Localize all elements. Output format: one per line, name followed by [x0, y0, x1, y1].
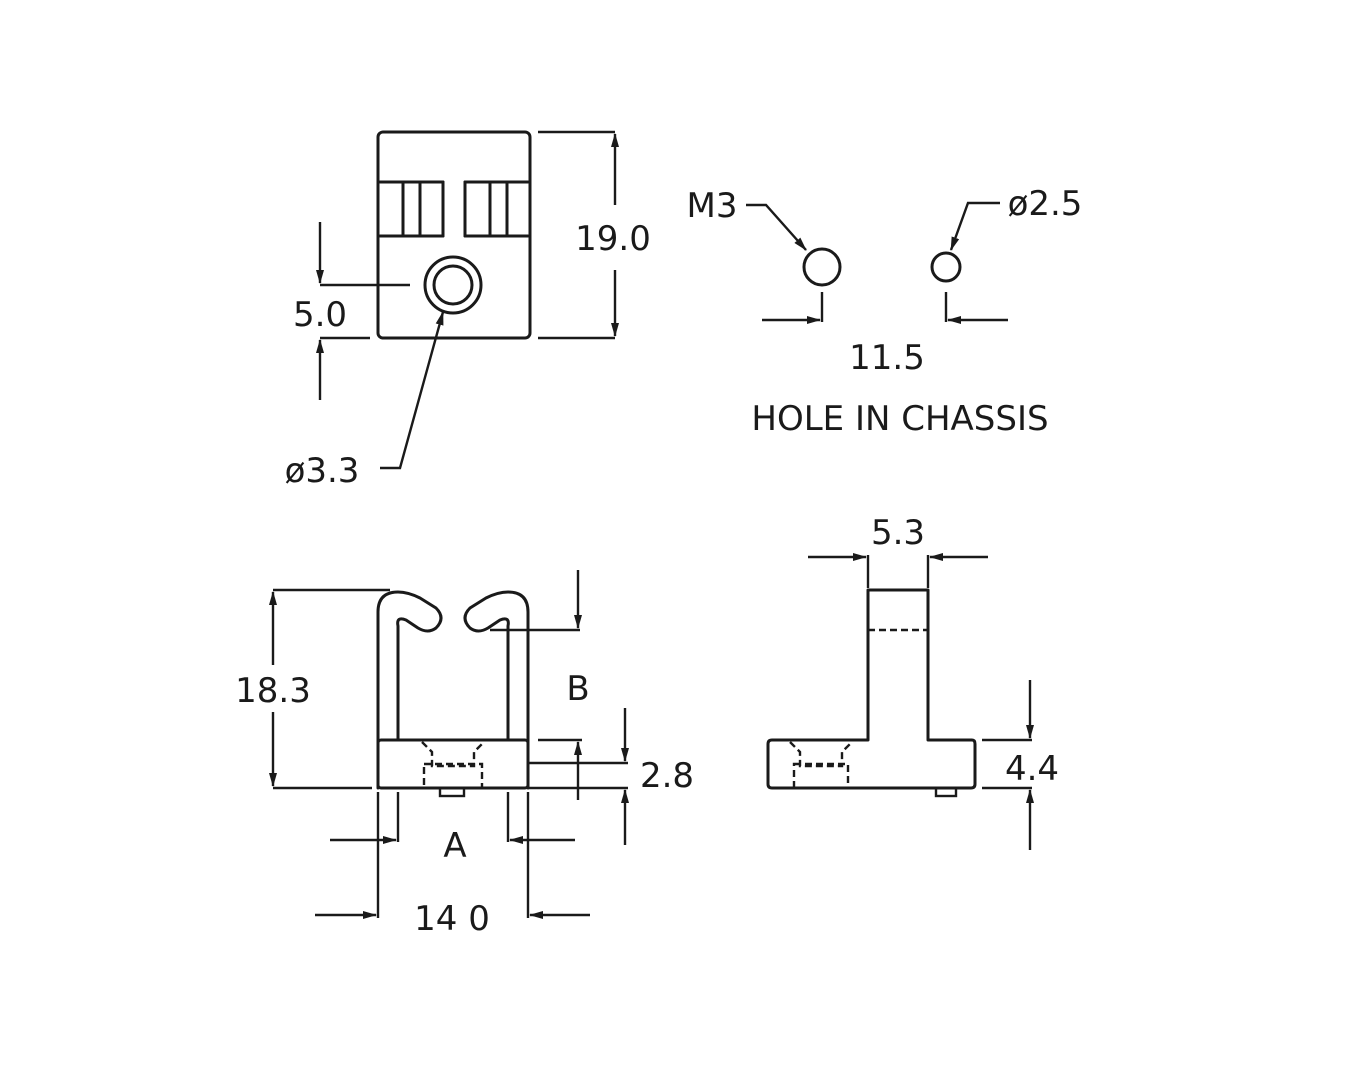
label-dia-2-5: ø2.5: [1008, 184, 1083, 224]
slot-left: [378, 180, 445, 238]
label-a: A: [443, 826, 466, 866]
dim-5-0: 5.0: [293, 295, 347, 335]
mount-hole-inner: [432, 264, 474, 306]
side-view: 5.3 4.4: [766, 513, 1059, 850]
dim-4-4: 4.4: [1005, 749, 1059, 789]
chassis-hole-view: M3 ø2.5 11.5 HOLE IN CHASSIS: [687, 184, 1083, 439]
hidden-screw-side: [789, 741, 958, 798]
dim-dia-3-3: ø3.3: [285, 451, 360, 491]
dim-5-3: 5.3: [871, 513, 925, 553]
label-b: B: [566, 669, 589, 709]
hidden-screw: [421, 741, 485, 798]
dia-2-5-hole: [930, 251, 962, 283]
dim-11-5: 11.5: [849, 338, 925, 378]
clip-arm-right: [463, 590, 530, 790]
dim-18-3: 18.3: [235, 671, 311, 711]
dim-19-0: 19.0: [575, 219, 651, 259]
mount-hole-outer: [423, 255, 483, 315]
dim-2-8: 2.8: [640, 756, 694, 796]
dim-14-0: 14 0: [414, 899, 490, 939]
front-view: 18.3 B 2.8 A 14 0: [235, 570, 694, 939]
caption-hole-in-chassis: HOLE IN CHASSIS: [751, 399, 1048, 439]
clip-arm-left: [376, 590, 443, 790]
side-view-outline: [766, 588, 977, 790]
top-view: 19.0 5.0 ø3.3: [285, 130, 651, 491]
top-view-outline: [376, 130, 532, 340]
m3-hole: [802, 247, 842, 287]
slot-right: [463, 180, 530, 238]
label-m3: M3: [687, 186, 738, 226]
